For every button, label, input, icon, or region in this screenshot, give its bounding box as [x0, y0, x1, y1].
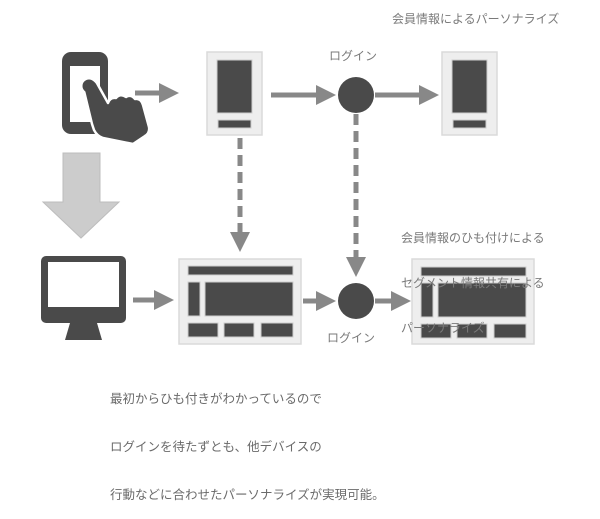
description-line: パーソナライズ [401, 321, 485, 335]
diagram-canvas [41, 51, 535, 345]
smartphone-touch-icon [62, 52, 151, 146]
login-label-top: ログイン [329, 49, 378, 63]
down-arrow-icon [41, 152, 121, 239]
desktop-monitor-icon [41, 256, 126, 340]
description-line: セグメント情報共有による [401, 276, 545, 290]
login-label-bottom: ログイン [327, 331, 376, 345]
mobile-page-before-login [206, 51, 263, 136]
footer-caption: 最初からひも付きがわかっているので ログインを待たずとも、他デバイスの 行動など… [110, 359, 385, 519]
caption-line: ログインを待たずとも、他デバイスの [110, 439, 322, 454]
desktop-page-after-login [411, 258, 535, 345]
desktop-page-before-login [178, 258, 302, 345]
login-node-bottom [338, 283, 374, 319]
bottom-flow-description: 会員情報のひも付けによる セグメント情報共有による パーソナライズ [401, 201, 545, 351]
login-node-top [338, 77, 374, 113]
diagram-title: 会員情報によるパーソナライズ [392, 12, 560, 26]
description-line: 会員情報のひも付けによる [401, 231, 545, 245]
caption-line: 行動などに合わせたパーソナライズが実現可能。 [110, 487, 385, 502]
caption-line: 最初からひも付きがわかっているので [110, 391, 322, 406]
mobile-page-after-login [441, 51, 498, 136]
